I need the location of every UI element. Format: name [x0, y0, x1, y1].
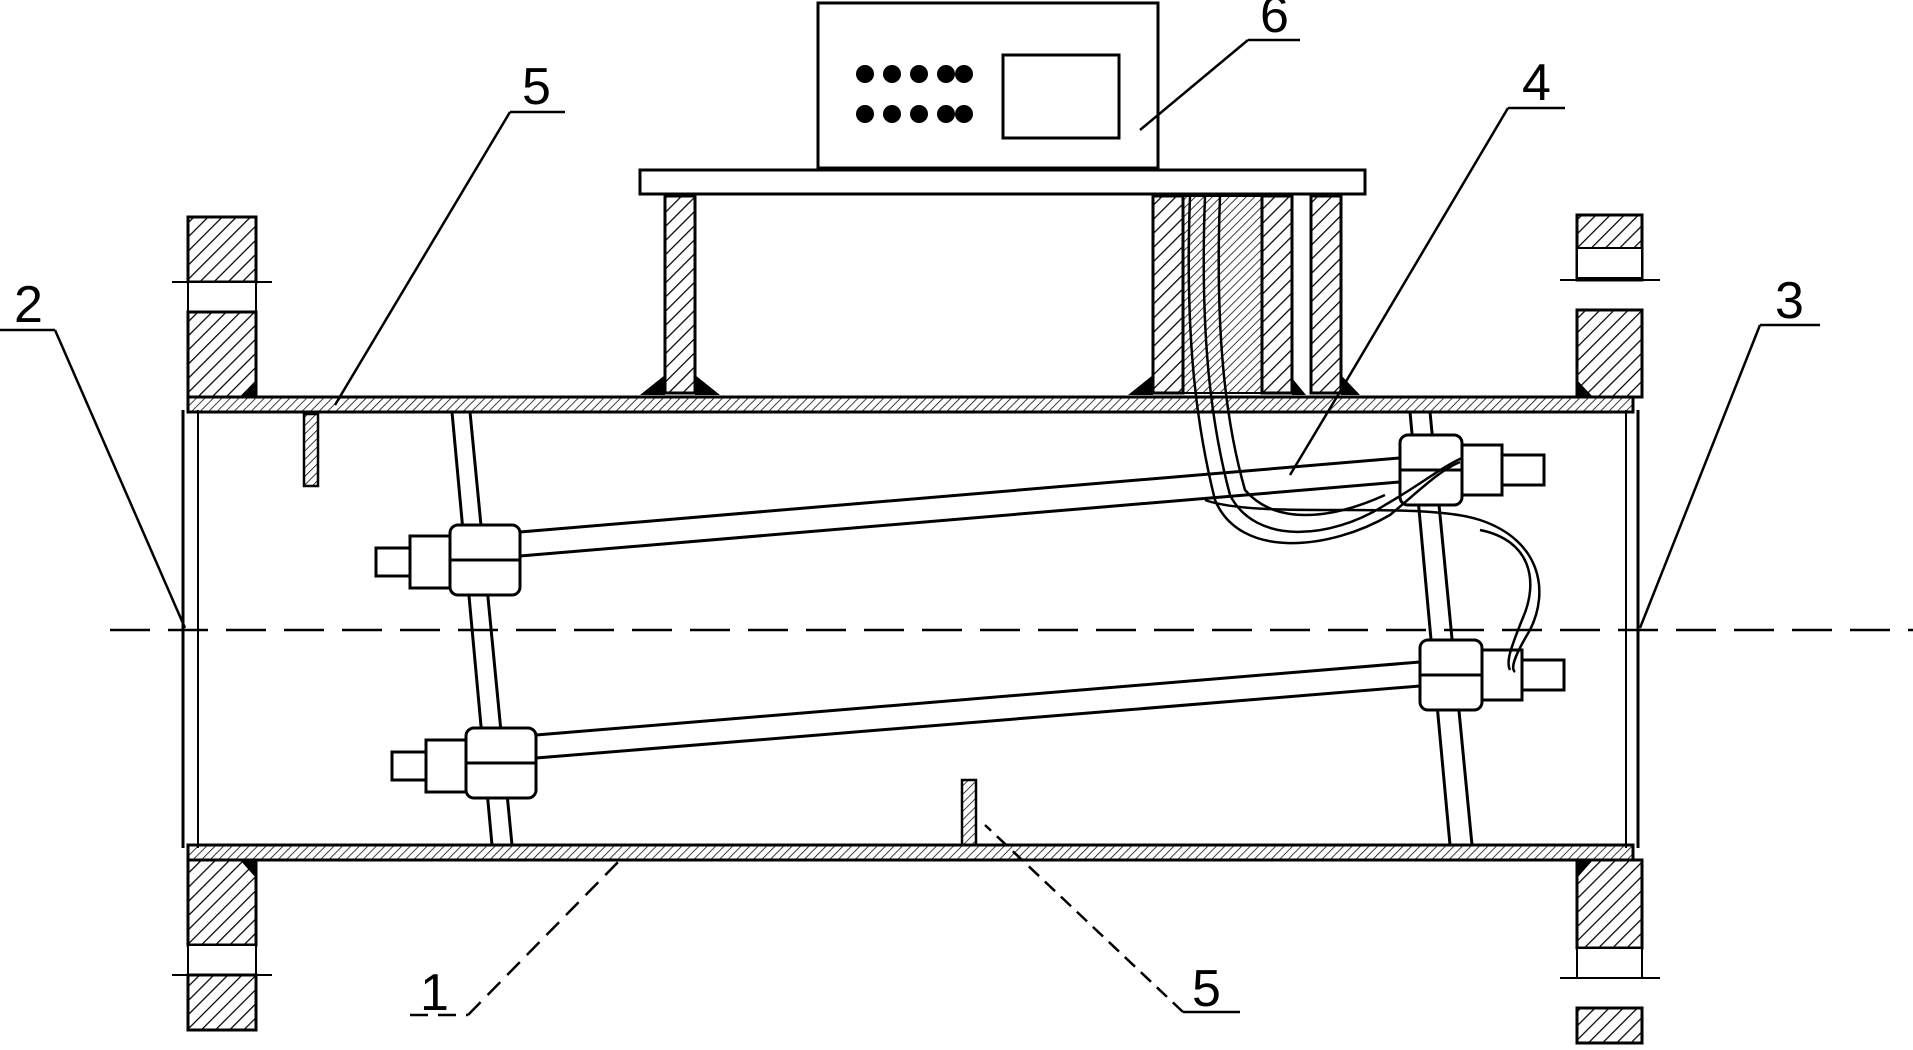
indicator-lights — [856, 65, 973, 123]
pipe-body — [181, 395, 1640, 862]
label-2: 2 — [14, 276, 43, 334]
label-5-top: 5 — [522, 58, 551, 116]
label-3: 3 — [1775, 272, 1804, 330]
left-flange — [172, 215, 272, 1032]
baffle-bottom — [960, 778, 978, 847]
support-legs — [640, 194, 1360, 395]
leader-lines — [0, 38, 1820, 1017]
control-box — [816, 1, 1160, 170]
nut-assembly-lower-left — [390, 726, 538, 800]
nut-assembly-upper-right — [1398, 433, 1546, 507]
nut-assembly-upper-left — [374, 523, 522, 597]
label-1: 1 — [420, 964, 449, 1022]
label-4: 4 — [1522, 54, 1551, 112]
right-flange — [1560, 213, 1660, 1045]
display-screen — [1001, 53, 1121, 140]
label-5-bottom: 5 — [1192, 960, 1221, 1018]
transducer-rod-lower — [535, 660, 1421, 760]
mounting-plate — [638, 168, 1367, 196]
baffle-top — [302, 412, 320, 488]
transducer-rod-upper — [519, 456, 1401, 558]
label-6: 6 — [1260, 0, 1289, 44]
signal-cables — [1187, 195, 1541, 673]
nut-assembly-lower-right — [1418, 638, 1566, 712]
